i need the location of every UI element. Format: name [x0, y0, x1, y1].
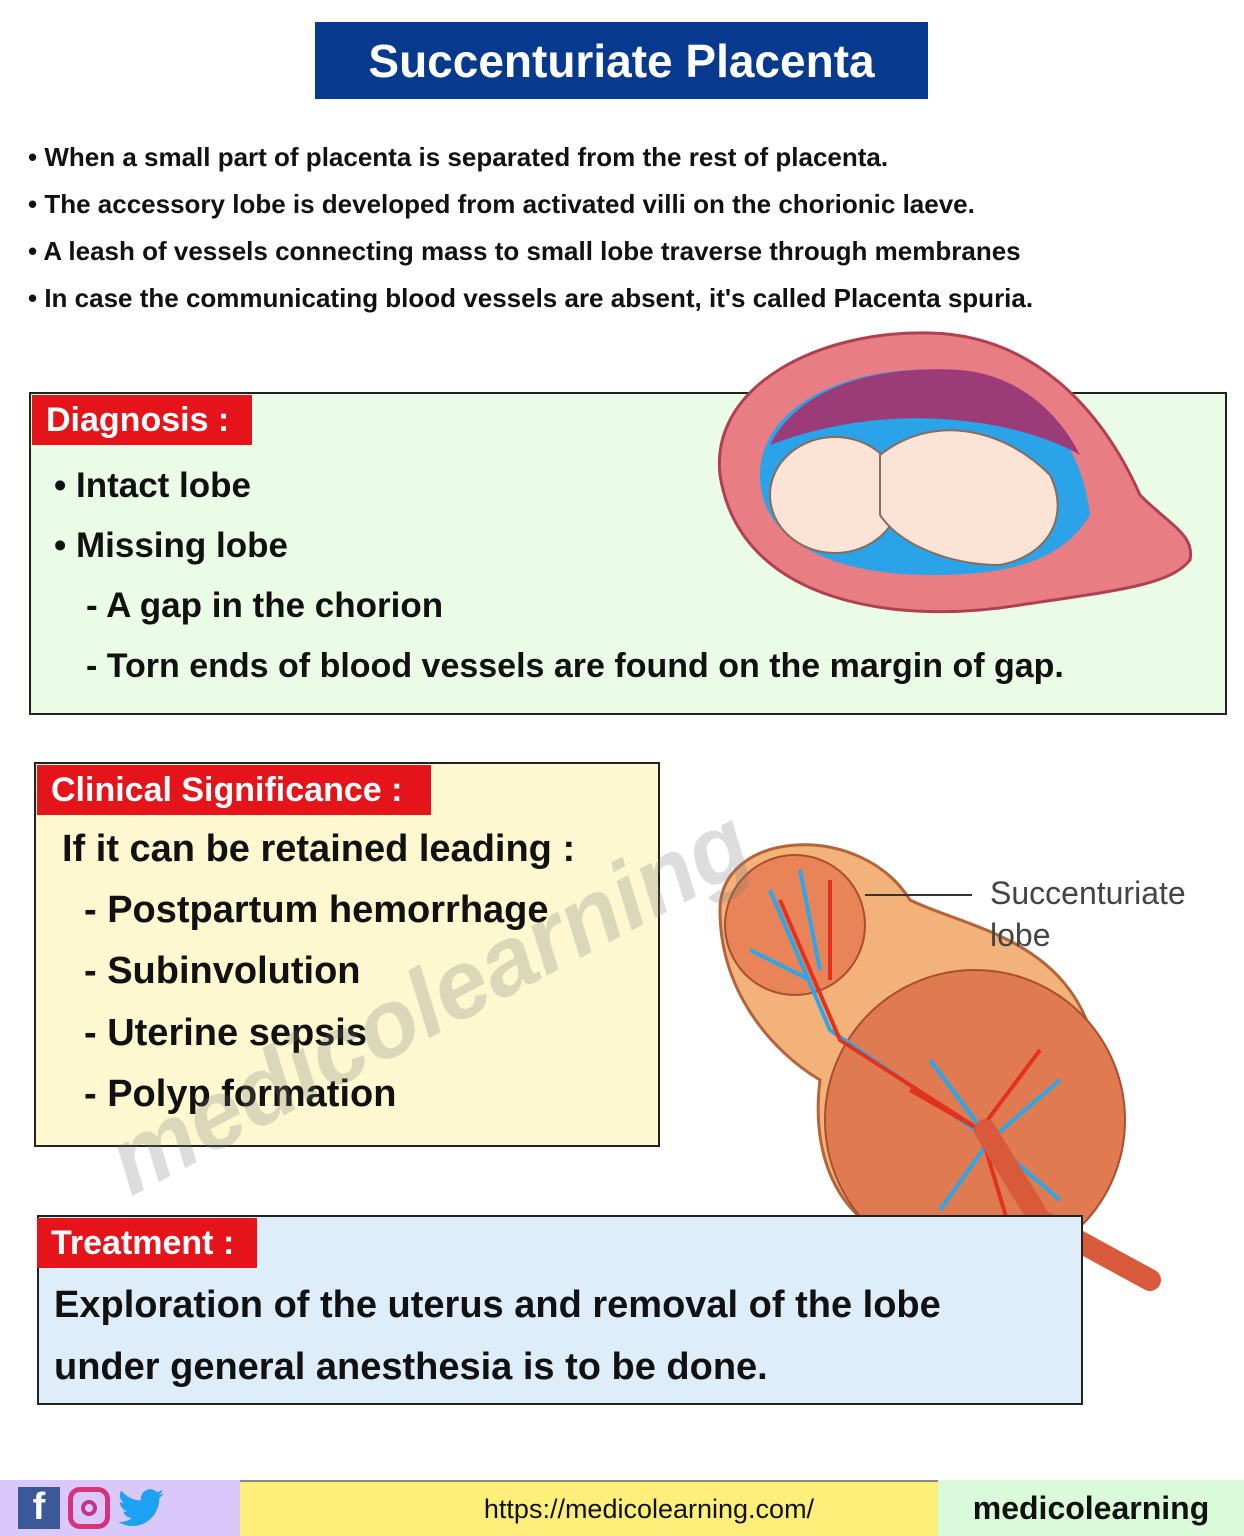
- clinical-item: - Uterine sepsis: [84, 1012, 367, 1054]
- facebook-icon[interactable]: f: [18, 1486, 60, 1529]
- fetus-in-uterus-illustration: [717, 331, 1193, 614]
- clinical-section: [34, 762, 660, 1147]
- clinical-label: Clinical Significance :: [37, 765, 431, 815]
- clinical-intro: If it can be retained leading :: [62, 828, 576, 870]
- intro-bullet: • In case the communicating blood vessel…: [28, 283, 1034, 313]
- label-line: lobe: [990, 917, 1051, 953]
- succenturiate-placenta-illustration: [718, 843, 1161, 1291]
- diagnosis-item: - A gap in the chorion: [86, 586, 444, 625]
- clinical-item: - Polyp formation: [84, 1073, 397, 1115]
- diagnosis-item: • Missing lobe: [54, 526, 288, 565]
- diagnosis-item: • Intact lobe: [54, 466, 251, 505]
- treatment-text: under general anesthesia is to be done.: [54, 1346, 768, 1388]
- diagnosis-label: Diagnosis :: [32, 395, 252, 445]
- diagnosis-item: - Torn ends of blood vessels are found o…: [86, 647, 1064, 685]
- treatment-label: Treatment :: [37, 1218, 257, 1268]
- succenturiate-lobe-label: Succenturiate lobe: [990, 872, 1230, 956]
- intro-bullet: • A leash of vessels connecting mass to …: [28, 236, 1021, 266]
- label-line: Succenturiate: [990, 875, 1186, 911]
- twitter-icon[interactable]: [118, 1488, 164, 1528]
- intro-bullet: • When a small part of placenta is separ…: [28, 142, 889, 172]
- intro-bullet: • The accessory lobe is developed from a…: [28, 189, 975, 219]
- clinical-item: - Postpartum hemorrhage: [84, 889, 549, 931]
- instagram-icon[interactable]: [68, 1487, 110, 1529]
- treatment-text: Exploration of the uterus and removal of…: [54, 1284, 941, 1326]
- page-title: Succenturiate Placenta: [315, 22, 928, 99]
- brand-logo: medicolearning: [938, 1480, 1244, 1536]
- clinical-item: - Subinvolution: [84, 950, 361, 992]
- website-link[interactable]: https://medicolearning.com/: [240, 1480, 938, 1536]
- social-bar: f: [0, 1480, 240, 1536]
